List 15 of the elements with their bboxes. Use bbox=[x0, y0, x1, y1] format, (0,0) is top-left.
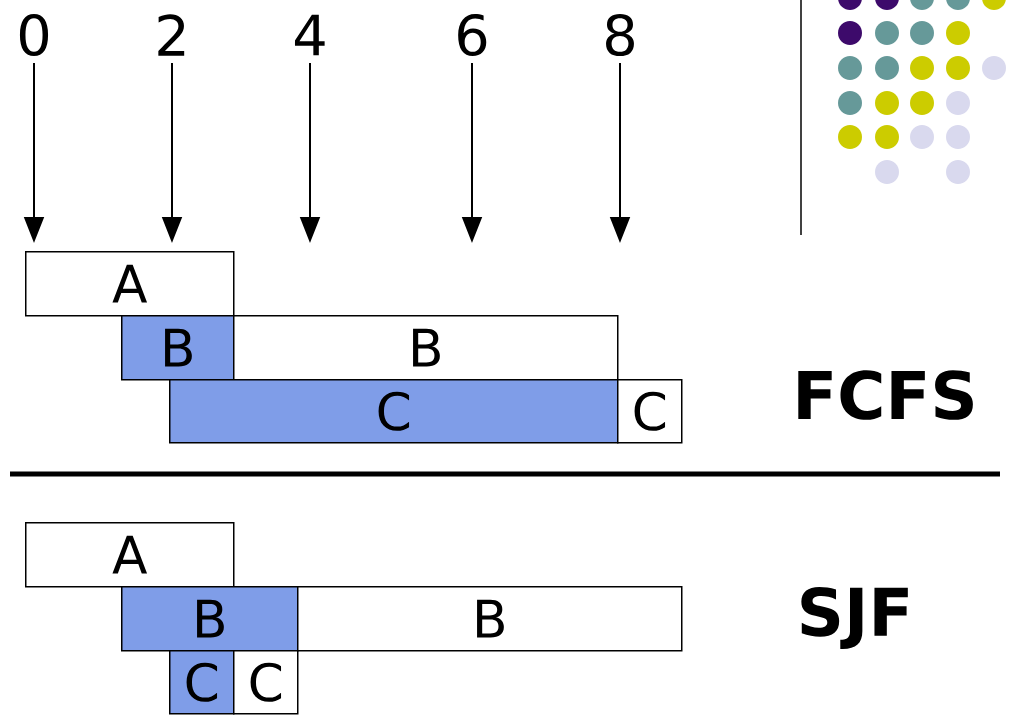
gantt-bar: A bbox=[25, 251, 235, 317]
gantt-bar: B bbox=[233, 315, 619, 381]
tick-label: 2 bbox=[158, 14, 185, 56]
gantt-bar: C bbox=[233, 650, 299, 715]
tick-label: 4 bbox=[295, 14, 325, 56]
gantt-bar: B bbox=[121, 315, 235, 381]
tick-label: 0 bbox=[19, 13, 49, 57]
section-heading: FCFS bbox=[798, 370, 973, 420]
tick-label: 6 bbox=[458, 13, 487, 57]
gantt-bar: C bbox=[169, 650, 235, 715]
tick-label: 8 bbox=[606, 13, 634, 57]
section-heading: SJF bbox=[801, 587, 908, 649]
gantt-bar: C bbox=[617, 379, 683, 444]
gantt-bar: A bbox=[25, 522, 235, 588]
gantt-bar: B bbox=[297, 586, 683, 652]
